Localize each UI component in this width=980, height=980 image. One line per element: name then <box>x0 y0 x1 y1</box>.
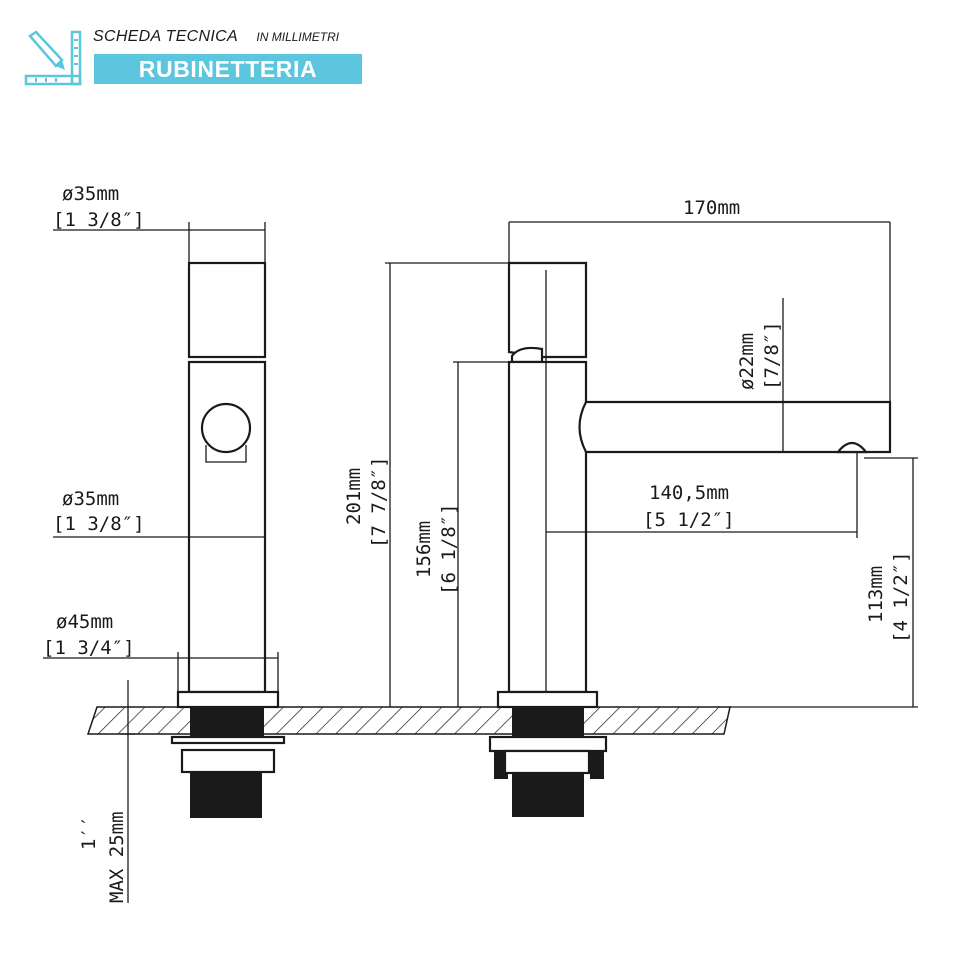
body-height-inch: [6 1/8″] <box>438 503 460 595</box>
body-height-mm: 156mm <box>413 521 435 578</box>
header-titles: SCHEDA TECNICA IN MILLIMETRI <box>93 28 339 46</box>
base-diameter-inch: [1 3/4″] <box>43 637 135 659</box>
base-diameter-mm: ø45mm <box>56 611 113 633</box>
body-diameter-top-mm: ø35mm <box>62 183 119 205</box>
spout-height-inch: [4 1/2″] <box>890 551 912 643</box>
front-view <box>488 261 892 817</box>
body-diameter-mid-mm: ø35mm <box>62 488 119 510</box>
units-note: IN MILLIMETRI <box>256 30 340 44</box>
total-length-mm: 170mm <box>683 197 740 219</box>
dimension-lines <box>43 221 918 903</box>
countertop <box>86 706 731 735</box>
total-height-inch: [7 7/8″] <box>368 456 390 548</box>
category-banner: RUBINETTERIA <box>94 54 362 84</box>
spout-height-mm: 113mm <box>865 566 887 623</box>
spout-diameter-mm: ø22mm <box>736 333 758 390</box>
side-view <box>170 261 286 818</box>
body-diameter-top-inch: [1 3/8″] <box>53 209 145 231</box>
max-thickness-inch: 1′′ <box>78 816 100 850</box>
body-diameter-mid-inch: [1 3/8″] <box>53 513 145 535</box>
max-thickness-mm: MAX 25mm <box>106 811 128 903</box>
sheet-title: SCHEDA TECNICA <box>93 28 238 45</box>
total-height-mm: 201mm <box>343 468 365 525</box>
dimension-labels: ø35mm [1 3/8″] ø35mm [1 3/8″] ø45mm [1 3… <box>43 183 912 903</box>
spout-reach-mm: 140,5mm <box>649 482 729 504</box>
ruler-pencil-icon <box>24 30 82 86</box>
spout-diameter-inch: [7/8″] <box>761 321 783 390</box>
spout-reach-inch: [5 1/2″] <box>643 509 735 531</box>
